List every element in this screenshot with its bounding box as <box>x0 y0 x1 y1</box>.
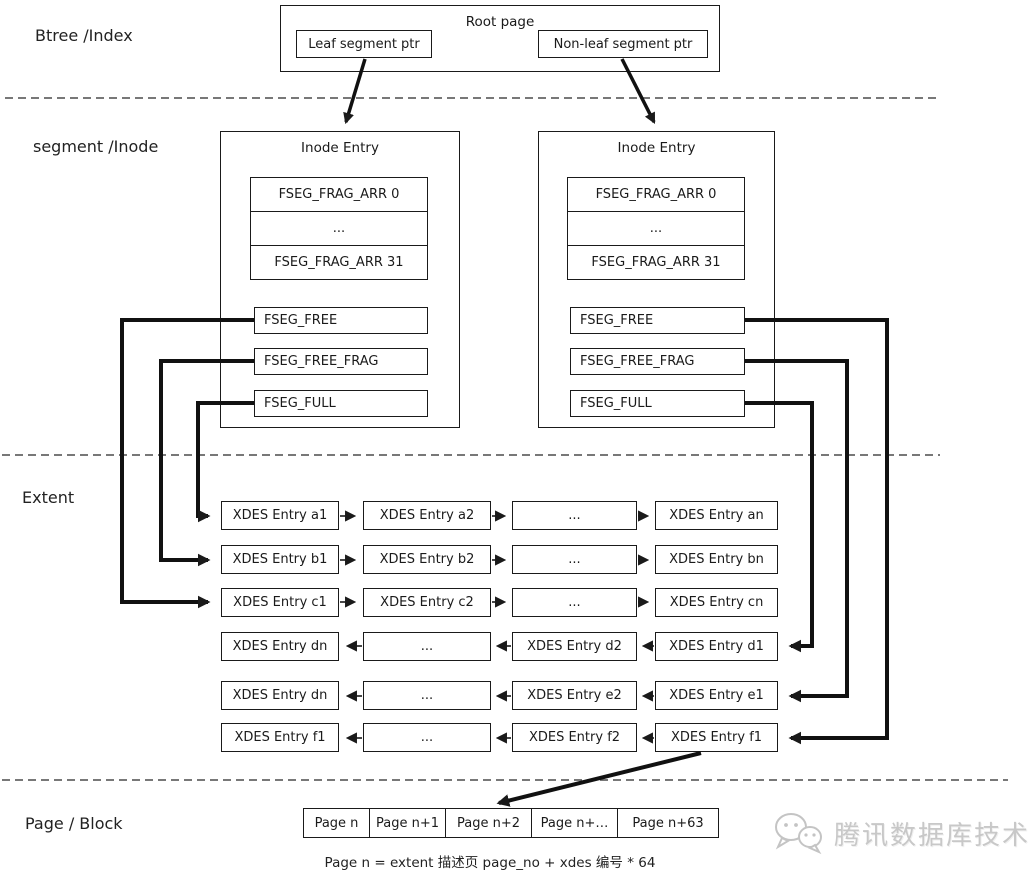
layer-label-page-block: Page / Block <box>25 814 123 833</box>
layer-divider-lines <box>2 97 1008 781</box>
frag-arr-0-cell: FSEG_FRAG_ARR 0 <box>595 187 717 202</box>
layer-label-segment-inode: segment /Inode <box>33 137 159 156</box>
xdes-box-a-ellipsis: ... <box>512 501 637 530</box>
leaf-segment-ptr-box: Leaf segment ptr <box>296 30 432 58</box>
frag-arr-ellipsis-cell: ... <box>568 211 744 245</box>
xdes-box-cn: XDES Entry cn <box>655 588 778 617</box>
frag-arr-0-cell: FSEG_FRAG_ARR 0 <box>278 187 400 202</box>
page-cell-ndots: Page n+… <box>531 809 617 837</box>
fseg-frag-arr-stack-right: FSEG_FRAG_ARR 0 ... FSEG_FRAG_ARR 31 <box>567 177 745 280</box>
root-page-title: Root page <box>465 14 535 30</box>
xdes-box-a2: XDES Entry a2 <box>363 501 491 530</box>
page-formula-caption: Page n = extent 描述页 page_no + xdes 编号 * … <box>324 855 656 871</box>
xdes-box-dn: XDES Entry dn <box>221 632 339 661</box>
xdes-box-c-ellipsis: ... <box>512 588 637 617</box>
inode-entry-right-title: Inode Entry <box>617 140 696 156</box>
page-cell-n1: Page n+1 <box>369 809 445 837</box>
xdes-box-f1: XDES Entry f1 <box>655 723 778 752</box>
xdes-box-f2: XDES Entry f2 <box>512 723 637 752</box>
fseg-free-frag-box-left: FSEG_FREE_FRAG <box>254 348 428 375</box>
fseg-free-frag-box-right: FSEG_FREE_FRAG <box>570 348 745 375</box>
xdes-box-b1: XDES Entry b1 <box>221 545 339 574</box>
xdes-box-fn: XDES Entry f1 <box>221 723 339 752</box>
xdes-box-b-ellipsis: ... <box>512 545 637 574</box>
frag-arr-ellipsis-cell: ... <box>251 211 427 245</box>
page-cell-n2: Page n+2 <box>445 809 531 837</box>
fseg-free-box-right: FSEG_FREE <box>570 307 745 334</box>
wechat-icon <box>775 813 822 855</box>
fseg-frag-arr-stack-left: FSEG_FRAG_ARR 0 ... FSEG_FRAG_ARR 31 <box>250 177 428 280</box>
fseg-free-box-left: FSEG_FREE <box>254 307 428 334</box>
xdes-box-f-ellipsis: ... <box>363 723 491 752</box>
page-cell-n: Page n <box>314 815 359 831</box>
xdes-box-an: XDES Entry an <box>655 501 778 530</box>
arrow-f1-to-page-row <box>496 751 702 807</box>
layer-label-extent: Extent <box>22 488 75 507</box>
frag-arr-31-cell: FSEG_FRAG_ARR 31 <box>251 245 427 279</box>
xdes-box-a1: XDES Entry a1 <box>221 501 339 530</box>
xdes-box-c1: XDES Entry c1 <box>221 588 339 617</box>
xdes-box-bn: XDES Entry bn <box>655 545 778 574</box>
frag-arr-31-cell: FSEG_FRAG_ARR 31 <box>568 245 744 279</box>
xdes-box-b2: XDES Entry b2 <box>363 545 491 574</box>
page-row: Page n Page n+1 Page n+2 Page n+… Page n… <box>303 808 719 838</box>
xdes-box-d2: XDES Entry d2 <box>512 632 637 661</box>
watermark: 腾讯数据库技术 <box>770 810 1030 856</box>
layer-label-btree-index: Btree /Index <box>35 26 133 45</box>
xdes-box-e-ellipsis: ... <box>363 681 491 710</box>
page-cell-n63: Page n+63 <box>617 809 718 837</box>
xdes-box-en: XDES Entry dn <box>221 681 339 710</box>
xdes-box-e1: XDES Entry e1 <box>655 681 778 710</box>
xdes-box-e2: XDES Entry e2 <box>512 681 637 710</box>
xdes-box-c2: XDES Entry c2 <box>363 588 491 617</box>
fseg-full-box-left: FSEG_FULL <box>254 390 428 417</box>
fseg-full-box-right: FSEG_FULL <box>570 390 745 417</box>
xdes-box-d-ellipsis: ... <box>363 632 491 661</box>
xdes-box-d1: XDES Entry d1 <box>655 632 778 661</box>
nonleaf-segment-ptr-box: Non-leaf segment ptr <box>538 30 708 58</box>
watermark-text: 腾讯数据库技术 <box>834 820 1030 851</box>
inode-entry-left-title: Inode Entry <box>301 140 379 156</box>
